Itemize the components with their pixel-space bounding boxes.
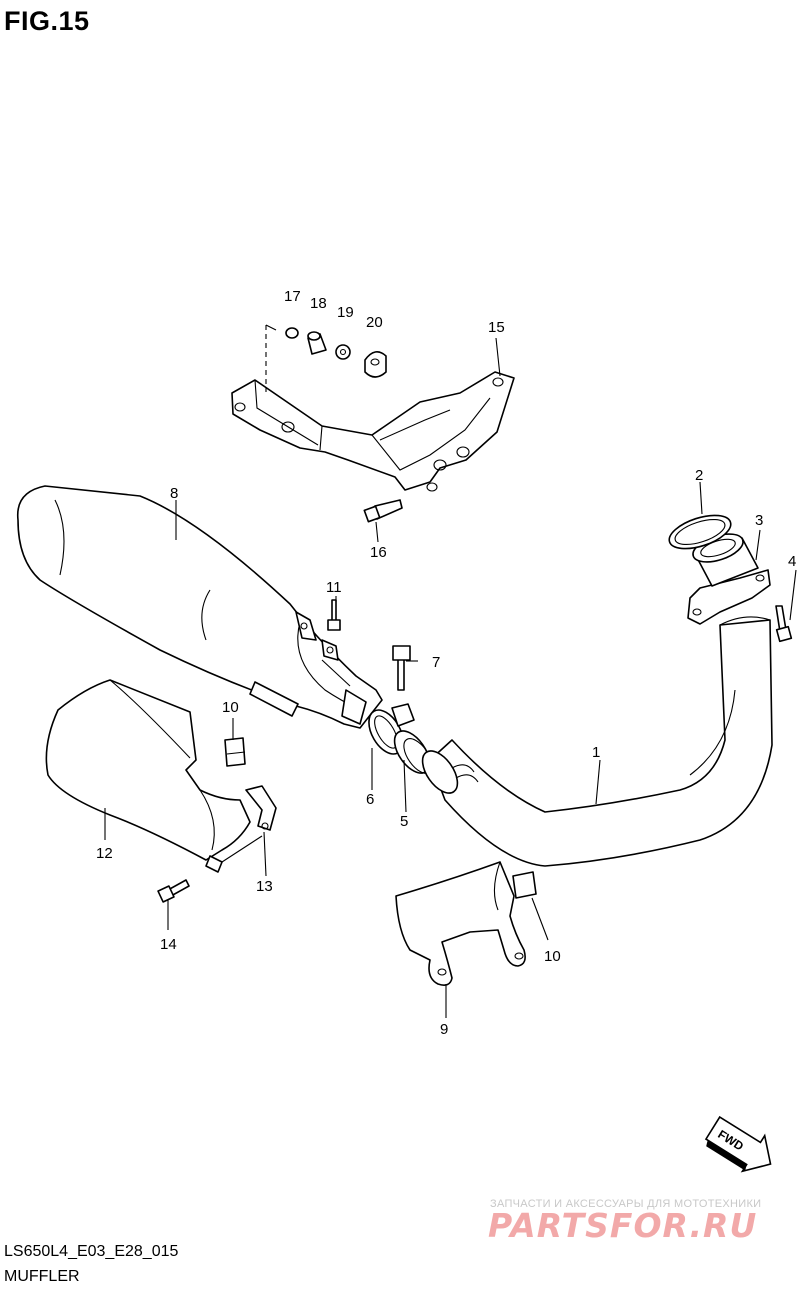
callout-labels: 1 2 3 4 5 6 7 8 9 10 10 11 12 13 14 15 1…: [96, 288, 796, 1038]
bolt-part-7[interactable]: [392, 645, 411, 691]
callout-20: 20: [366, 314, 383, 331]
callout-10-left: 10: [222, 699, 239, 716]
heat-shield-part-9[interactable]: [395, 861, 526, 986]
bolt-part-4[interactable]: [775, 605, 793, 643]
callout-4: 4: [788, 553, 796, 570]
muffler-part-8[interactable]: [16, 485, 383, 729]
callout-19: 19: [337, 304, 354, 321]
exhaust-pipe-part-1[interactable]: [416, 616, 773, 867]
gasket-part-2[interactable]: [665, 509, 735, 555]
callout-5: 5: [400, 813, 408, 830]
leader-lines: [104, 337, 797, 1018]
callout-8: 8: [170, 485, 178, 502]
gasket-part-5[interactable]: [388, 725, 438, 779]
callout-7: 7: [432, 654, 440, 671]
callout-17: 17: [284, 288, 301, 305]
callout-16: 16: [370, 544, 387, 561]
callout-18: 18: [310, 295, 327, 312]
bracket-part-15[interactable]: [231, 371, 515, 492]
figure-title: FIG.15: [4, 6, 90, 36]
figure-code: LS650L4_E03_E28_015: [4, 1243, 179, 1260]
bolt-part-16[interactable]: [363, 499, 403, 523]
callout-2: 2: [695, 467, 703, 484]
bolt-part-14[interactable]: [157, 879, 190, 903]
bolt-part-11[interactable]: [327, 599, 341, 631]
callout-9: 9: [440, 1021, 448, 1038]
fwd-direction-arrow-icon: FWD: [704, 1115, 772, 1173]
heat-shield-part-12[interactable]: [45, 679, 251, 861]
collar-part-17[interactable]: [285, 327, 299, 339]
callout-11: 11: [326, 579, 342, 596]
callout-10-right: 10: [544, 948, 561, 965]
washer-part-19[interactable]: [335, 344, 351, 360]
flange-part-3[interactable]: [687, 529, 771, 625]
spacer-part-18[interactable]: [307, 331, 327, 355]
watermark-logo: PARTSFOR.RU: [488, 1206, 758, 1245]
callout-12: 12: [96, 845, 113, 862]
cushion-part-10-left[interactable]: [224, 737, 246, 767]
assembly-line-17-tick: [265, 324, 277, 331]
band-part-13[interactable]: [205, 785, 277, 873]
callout-15: 15: [488, 319, 505, 336]
callout-13: 13: [256, 878, 273, 895]
watermark-tagline: ЗАПЧАСТИ И АКСЕССУАРЫ ДЛЯ МОТОТЕХНИКИ: [490, 1198, 762, 1210]
figure-name: MUFFLER: [4, 1268, 80, 1285]
callout-6: 6: [366, 791, 374, 808]
callout-14: 14: [160, 936, 177, 953]
cushion-part-10-right[interactable]: [512, 871, 537, 899]
callout-1: 1: [592, 744, 600, 761]
cushion-part-20[interactable]: [364, 351, 387, 378]
callout-3: 3: [755, 512, 763, 529]
